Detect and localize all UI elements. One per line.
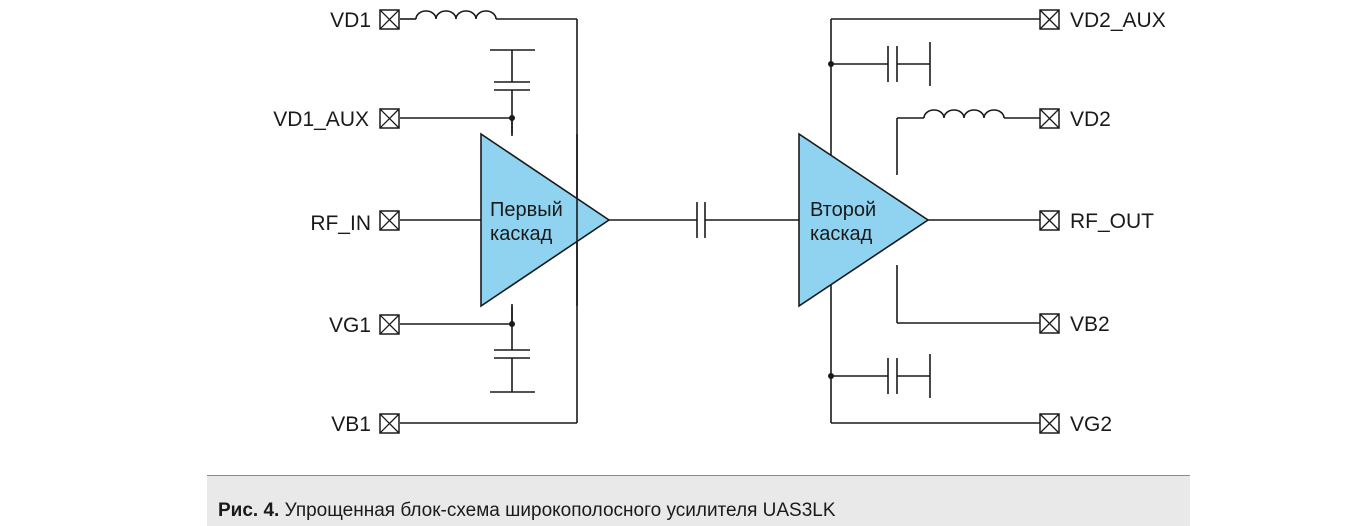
pin-vd2: VD2 [1039,108,1111,131]
amplifier-stage-1 [480,132,611,308]
pin-label-vd1-aux: VD1_AUX [273,108,369,131]
pin-label-rf-in: RF_IN [310,212,371,235]
pin-vg1: VG1 [329,314,400,337]
pin-label-vg2: VG2 [1070,413,1112,436]
caption-lead: Рис. 4. [218,500,280,521]
wiring [400,10,1040,424]
pin-vg2: VG2 [1039,413,1112,436]
pin-label-vb1: VB1 [331,413,371,436]
inductor-l2 [923,109,1005,119]
pin-label-vd2: VD2 [1070,108,1111,131]
pin-label-vg1: VG1 [329,314,371,337]
amplifier-stage-2 [798,132,930,308]
pin-rf-in: RF_IN [310,210,400,235]
pin-rf-out: RF_OUT [1039,210,1154,233]
pin-label-rf-out: RF_OUT [1070,210,1154,233]
stage2-label-line2: каскад [810,223,873,245]
pin-vd1: VD1 [330,9,400,32]
block-diagram: Первый каскад Второй каскад VD1 VD1_AUX … [273,9,1166,436]
pin-vb2: VB2 [1039,313,1110,336]
caption-band [207,475,1190,526]
pin-label-vb2: VB2 [1070,313,1110,336]
pin-vd1-aux: VD1_AUX [273,108,400,131]
stage1-label-line2: каскад [490,223,553,245]
caption-text: Упрощенная блок-схема широкополосного ус… [279,500,836,521]
stage2-label-line1: Второй [810,199,876,221]
pin-label-vd1: VD1 [330,9,371,32]
pin-vb1: VB1 [331,413,400,436]
pin-label-vd2-aux: VD2_AUX [1070,9,1166,32]
inductor-l1 [415,10,497,20]
stage1-label-line1: Первый [490,199,563,221]
pin-vd2-aux: VD2_AUX [1039,9,1166,32]
figure-caption: Рис. 4. Упрощенная блок-схема широкополо… [218,500,836,522]
